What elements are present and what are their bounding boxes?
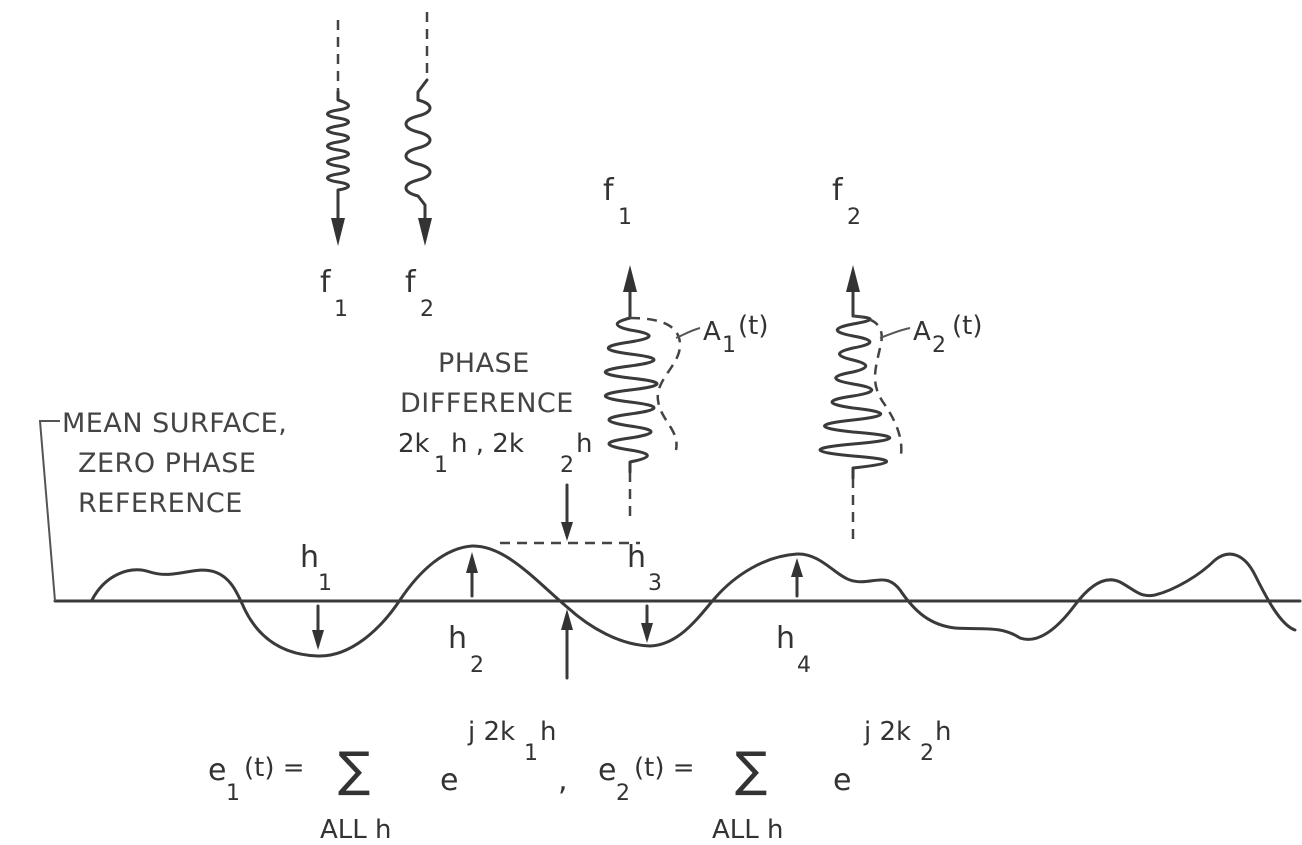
return-f1-subscript: 1 [618,205,632,230]
equation-comma: , [558,763,568,798]
a1-leader [675,327,701,339]
sum2-symbol: ∑ [735,742,767,798]
a2-subscript: 2 [932,333,946,358]
incident-f2-label: f [405,265,417,300]
mean-surface-line1: MEAN SURFACE, [62,408,287,439]
incident-wave-f1 [326,20,350,246]
return-f1-label: f [603,173,615,208]
sum1-symbol: ∑ [338,742,370,798]
phase-label-line1: PHASE [438,348,530,379]
sum1-range: ALL h [320,815,392,845]
exp2-j2k: j 2k [863,717,911,747]
phase-label-2k2-subscript: 2 [560,453,574,478]
a1-argument: (t) [738,311,768,341]
return-f2-subscript: 2 [847,205,861,230]
h3-subscript: 3 [648,571,662,596]
h3-label: h [627,540,646,575]
exp2-h: h [935,717,951,747]
exp2-subscript: 2 [920,741,934,766]
h3-arrow [641,604,653,643]
phase-label-h-comma: h , 2k [451,429,524,459]
h2-label: h [448,621,467,656]
mean-surface-leader [38,420,60,602]
a2-label: A [913,317,931,347]
phase-label-2k1-subscript: 1 [434,453,448,478]
sum2-range: ALL h [712,815,784,845]
phase-label-h-end: h [576,429,592,459]
incident-f2-subscript: 2 [420,297,434,322]
h1-label: h [300,540,319,575]
incident-f1-label: f [320,265,332,300]
e2-argument: (t) = [634,753,695,783]
exp1-j2k: j 2k [467,717,515,747]
rough-surface-profile [90,544,1297,658]
equation: e 1 (t) = ∑ ALL h e j 2k 1 h , e 2 (t) =… [208,717,951,845]
h4-label: h [776,621,795,656]
exp1-h: h [540,717,556,747]
returned-wave-f1 [603,265,682,520]
phase-label-line2: DIFFERENCE [400,388,574,419]
zero-crossing-arrow [561,609,573,680]
incident-wave-f2 [404,12,432,246]
h2-subscript: 2 [470,653,484,678]
h1-arrow [312,604,324,650]
h4-arrow [791,558,803,598]
h2-arrow [466,552,478,598]
exp2-base: e [833,763,851,798]
phase-label-2k1: 2k [398,429,430,459]
h1-subscript: 1 [318,571,332,596]
mean-surface-line3: REFERENCE [78,488,243,519]
phase-difference-bracket [500,483,640,545]
a2-leader [879,327,911,339]
return-f2-label: f [832,173,844,208]
returned-wave-f2 [818,265,903,540]
exp1-base: e [440,763,458,798]
a1-subscript: 1 [722,333,736,358]
e1-argument: (t) = [244,753,305,783]
exp1-subscript: 1 [524,741,538,766]
e1-symbol: e [208,753,226,788]
e2-symbol: e [598,753,616,788]
incident-f1-subscript: 1 [334,297,348,322]
mean-surface-line2: ZERO PHASE [78,448,256,479]
e1-subscript: 1 [226,781,240,806]
a2-argument: (t) [952,311,982,341]
e2-subscript: 2 [616,781,630,806]
a1-label: A [703,317,721,347]
h4-subscript: 4 [797,653,811,678]
